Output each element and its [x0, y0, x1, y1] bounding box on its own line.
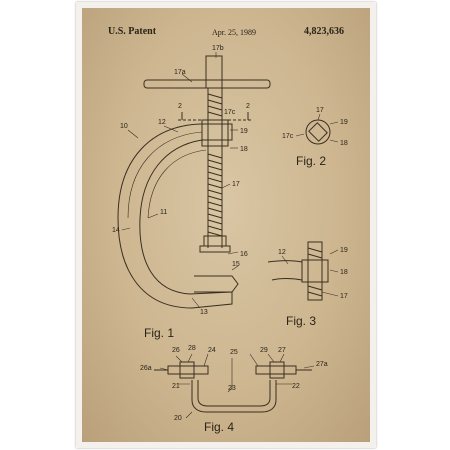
fig4-callout-28: 28 [188, 345, 196, 352]
fig4-label: Fig. 4 [204, 420, 235, 434]
callout-18: 18 [240, 146, 248, 153]
fig1-label: Fig. 1 [144, 326, 175, 340]
fig2-callout-17c: 17c [282, 133, 294, 140]
callout-2a: 2 [178, 103, 182, 110]
fig4-assembly [154, 353, 315, 419]
lower-jaw [194, 275, 239, 293]
fig4-callout-26: 26 [172, 347, 180, 354]
fig2-label: Fig. 2 [296, 154, 327, 168]
callout-2b: 2 [246, 103, 250, 110]
callout-16: 16 [240, 251, 248, 258]
callout-17b: 17b [212, 45, 224, 52]
fig3-callout-17: 17 [340, 293, 348, 300]
fig2-callout-18: 18 [340, 140, 348, 147]
fig4-callout-26a: 26a [140, 365, 152, 372]
patent-drawing: 17b 17a 10 12 2 2 17c 19 18 17 11 14 16 … [112, 45, 348, 422]
callout-17: 17 [232, 181, 240, 188]
fig4-callout-22: 22 [292, 383, 300, 390]
callout-12: 12 [158, 119, 166, 126]
fig4-callout-29: 29 [260, 347, 268, 354]
swivel-pad-base [199, 245, 231, 253]
fig3-callout-12: 12 [278, 249, 286, 256]
fig2-callout-19: 19 [340, 119, 348, 126]
header-date: Apr. 25, 1989 [212, 28, 256, 37]
header-patent-label: U.S. Patent [108, 26, 157, 37]
patent-paper: U.S. Patent Apr. 25, 1989 4,823,636 [82, 8, 370, 442]
fig4-callout-27: 27 [278, 347, 286, 354]
header-patent-number: 4,823,636 [304, 26, 344, 37]
callout-17c: 17c [224, 109, 236, 116]
fig2-callout-17: 17 [316, 107, 324, 114]
poster-frame: U.S. Patent Apr. 25, 1989 4,823,636 [76, 2, 376, 448]
swivel-pad [203, 235, 227, 247]
fig4-callout-25: 25 [230, 349, 238, 356]
screw-head [205, 55, 223, 89]
callout-13: 13 [200, 309, 208, 316]
callout-19: 19 [240, 128, 248, 135]
fig4-callout-24: 24 [208, 347, 216, 354]
fig3-detail [267, 241, 339, 301]
callout-17a: 17a [174, 69, 186, 76]
fig1-c-clamp [117, 52, 271, 309]
fig4-callout-27a: 27a [316, 361, 328, 368]
screw-thread [207, 88, 223, 248]
c-frame [117, 123, 233, 309]
callout-15: 15 [232, 261, 240, 268]
t-handle-bar [143, 79, 271, 89]
callout-11: 11 [160, 209, 167, 216]
fig3-callout-19: 19 [340, 247, 348, 254]
callout-10: 10 [120, 123, 128, 130]
callout-14: 14 [112, 227, 120, 234]
fig4-callout-20: 20 [174, 415, 182, 422]
fig3-callout-18: 18 [340, 269, 348, 276]
fig2-cross-section [295, 113, 339, 145]
fig3-label: Fig. 3 [286, 314, 317, 328]
fig4-callout-23: 23 [228, 385, 236, 392]
fig4-callout-21: 21 [172, 383, 180, 390]
